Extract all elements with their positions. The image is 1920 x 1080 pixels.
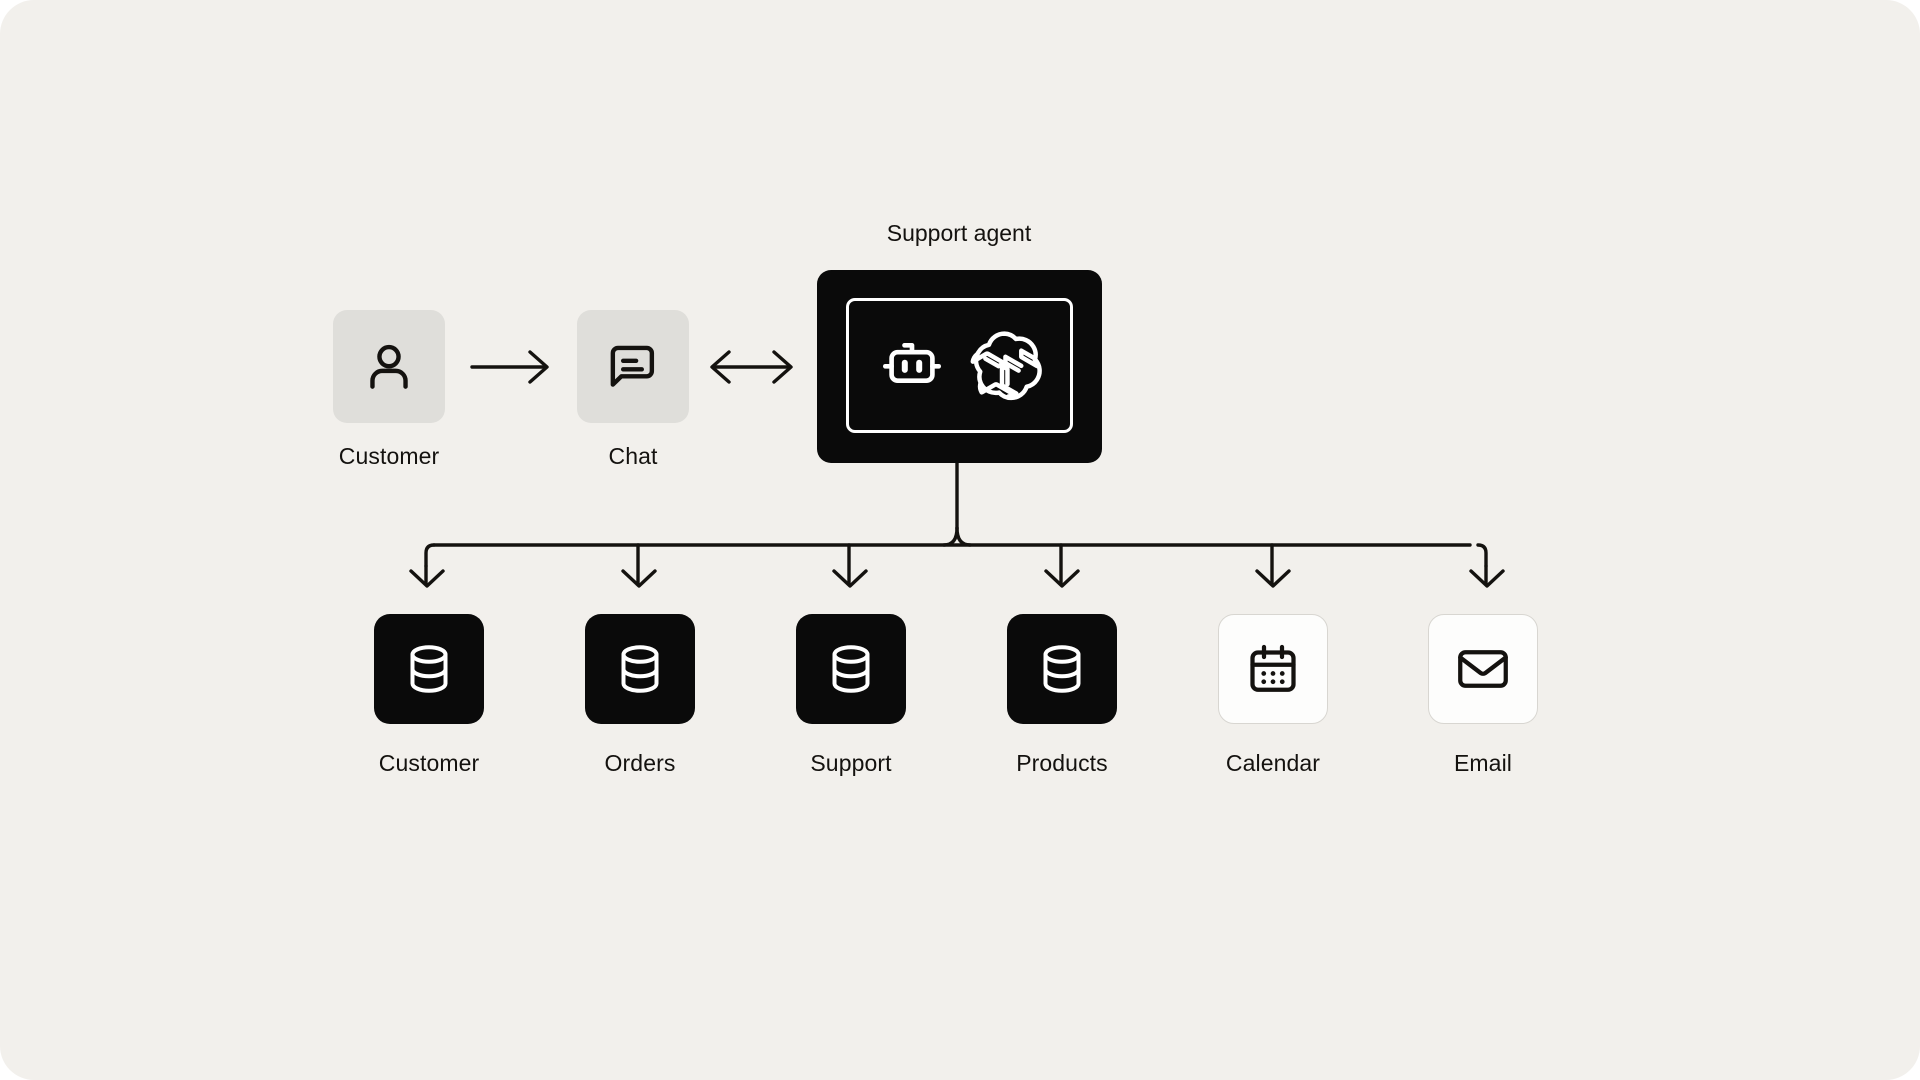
- node-customer[interactable]: [333, 310, 445, 423]
- tool-tile-orders[interactable]: [585, 614, 695, 724]
- database-icon: [410, 645, 448, 693]
- node-customer-label: Customer: [338, 443, 440, 469]
- tool-label-customer: Customer: [378, 750, 480, 776]
- arrow-chat-to-agent: [710, 350, 793, 384]
- person-icon: [370, 344, 408, 389]
- node-chat[interactable]: [577, 310, 689, 423]
- database-icon: [621, 645, 659, 693]
- calendar-icon: [1250, 644, 1296, 692]
- chat-bubble-icon: [610, 345, 655, 387]
- agent-inner-frame: [846, 298, 1073, 433]
- envelope-icon: [1458, 650, 1508, 688]
- agent-title-label: Support agent: [886, 220, 1032, 246]
- tool-tile-products[interactable]: [1007, 614, 1117, 724]
- tool-label-products: Products: [1016, 750, 1108, 776]
- tool-tile-customer[interactable]: [374, 614, 484, 724]
- tool-bus-line: [424, 526, 1488, 568]
- node-support-agent[interactable]: [817, 270, 1102, 463]
- tool-label-calendar: Calendar: [1225, 750, 1321, 776]
- tool-tile-email[interactable]: [1428, 614, 1538, 724]
- tool-tile-support[interactable]: [796, 614, 906, 724]
- tool-label-orders: Orders: [604, 750, 676, 776]
- tool-drop-arrows: [409, 543, 1505, 588]
- robot-icon: [882, 342, 941, 383]
- openai-logo-icon: [970, 330, 1042, 400]
- tool-label-email: Email: [1453, 750, 1512, 776]
- arrow-customer-to-chat: [470, 350, 549, 384]
- tool-label-support: Support: [810, 750, 892, 776]
- database-icon: [832, 645, 870, 693]
- tool-tile-calendar[interactable]: [1218, 614, 1328, 724]
- database-icon: [1043, 645, 1081, 693]
- node-chat-label: Chat: [608, 443, 658, 469]
